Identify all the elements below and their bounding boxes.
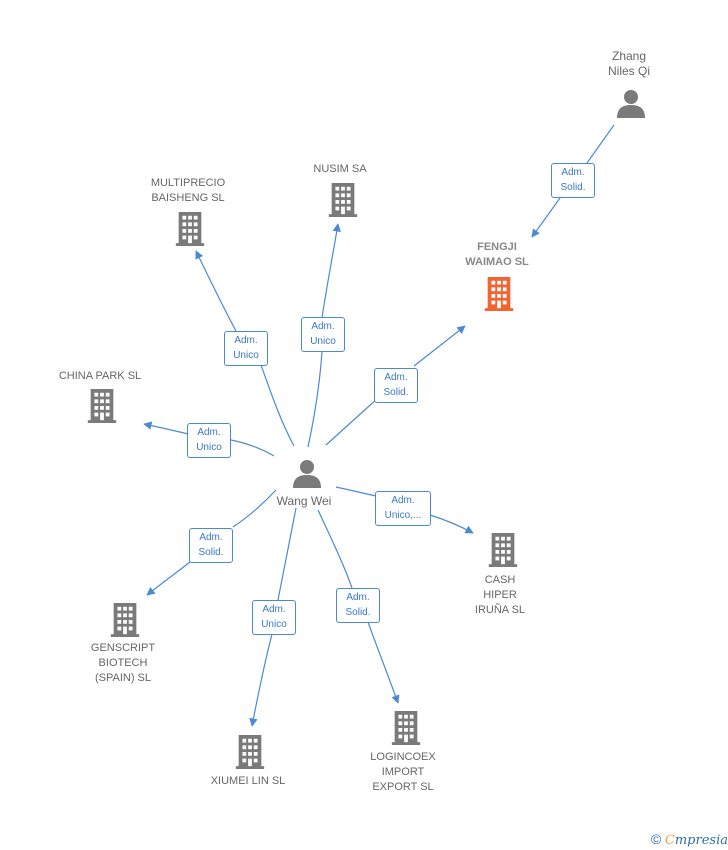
edge-wang-cash xyxy=(335,486,473,533)
building-icon[interactable] xyxy=(110,603,140,637)
edge-label-wang-nusim: Adm. Unico xyxy=(301,317,345,352)
edge-zhang-fengji xyxy=(532,124,615,237)
node-label-xiumei[interactable]: XIUMEI LIN SL xyxy=(210,775,286,787)
brand-logo: Cmpresia xyxy=(664,833,728,848)
node-label-chinapark[interactable]: CHINA PARK SL xyxy=(58,370,142,382)
edge-label-wang-logincoex: Adm. Solid. xyxy=(336,588,380,623)
building-icon[interactable] xyxy=(391,711,421,745)
edge-label-zhang-fengji: Adm. Solid. xyxy=(551,163,595,198)
node-label-zhang[interactable]: Zhang Niles Qi xyxy=(607,49,650,78)
node-label-cash[interactable]: CASH HIPER IRUÑA SL xyxy=(474,574,526,616)
building-icon[interactable] xyxy=(484,277,514,311)
edge-label-wang-fengji: Adm. Solid. xyxy=(374,368,418,403)
node-label-fengji[interactable]: FENGJI WAIMAO SL xyxy=(465,241,529,268)
edge-wang-fengji xyxy=(325,326,465,446)
node-label-genscript[interactable]: GENSCRIPT BIOTECH (SPAIN) SL xyxy=(90,642,156,684)
person-icon[interactable] xyxy=(293,460,321,488)
copyright-icon: © xyxy=(650,831,662,847)
node-label-nusim[interactable]: NUSIM SA xyxy=(313,163,367,175)
building-icon[interactable] xyxy=(235,735,265,769)
node-label-wang[interactable]: Wang Wei xyxy=(276,494,332,508)
edge-label-wang-chinapark: Adm. Unico xyxy=(187,423,231,458)
edge-wang-nusim xyxy=(307,224,338,448)
edge-label-wang-multiprecio: Adm. Unico xyxy=(224,331,268,366)
building-icon[interactable] xyxy=(87,389,117,423)
node-label-logincoex[interactable]: LOGINCOEX IMPORT EXPORT SL xyxy=(370,751,436,793)
edge-label-wang-genscript: Adm. Solid. xyxy=(189,528,233,563)
node-label-multiprecio[interactable]: MULTIPRECIO BAISHENG SL xyxy=(150,177,226,204)
brand-footer[interactable]: © Cmpresia xyxy=(651,831,728,848)
edge-wang-chinapark xyxy=(144,424,275,457)
edge-wang-xiumei xyxy=(252,507,297,726)
building-icon[interactable] xyxy=(328,183,358,217)
edge-label-wang-xiumei: Adm. Unico xyxy=(252,600,296,635)
person-icon[interactable] xyxy=(617,90,645,118)
edge-wang-multiprecio xyxy=(196,251,295,447)
edge-wang-genscript xyxy=(147,489,277,595)
building-icon[interactable] xyxy=(175,212,205,246)
edge-wang-logincoex xyxy=(317,509,398,703)
edge-label-wang-cash: Adm. Unico,... xyxy=(375,491,431,526)
building-icon[interactable] xyxy=(488,533,518,567)
